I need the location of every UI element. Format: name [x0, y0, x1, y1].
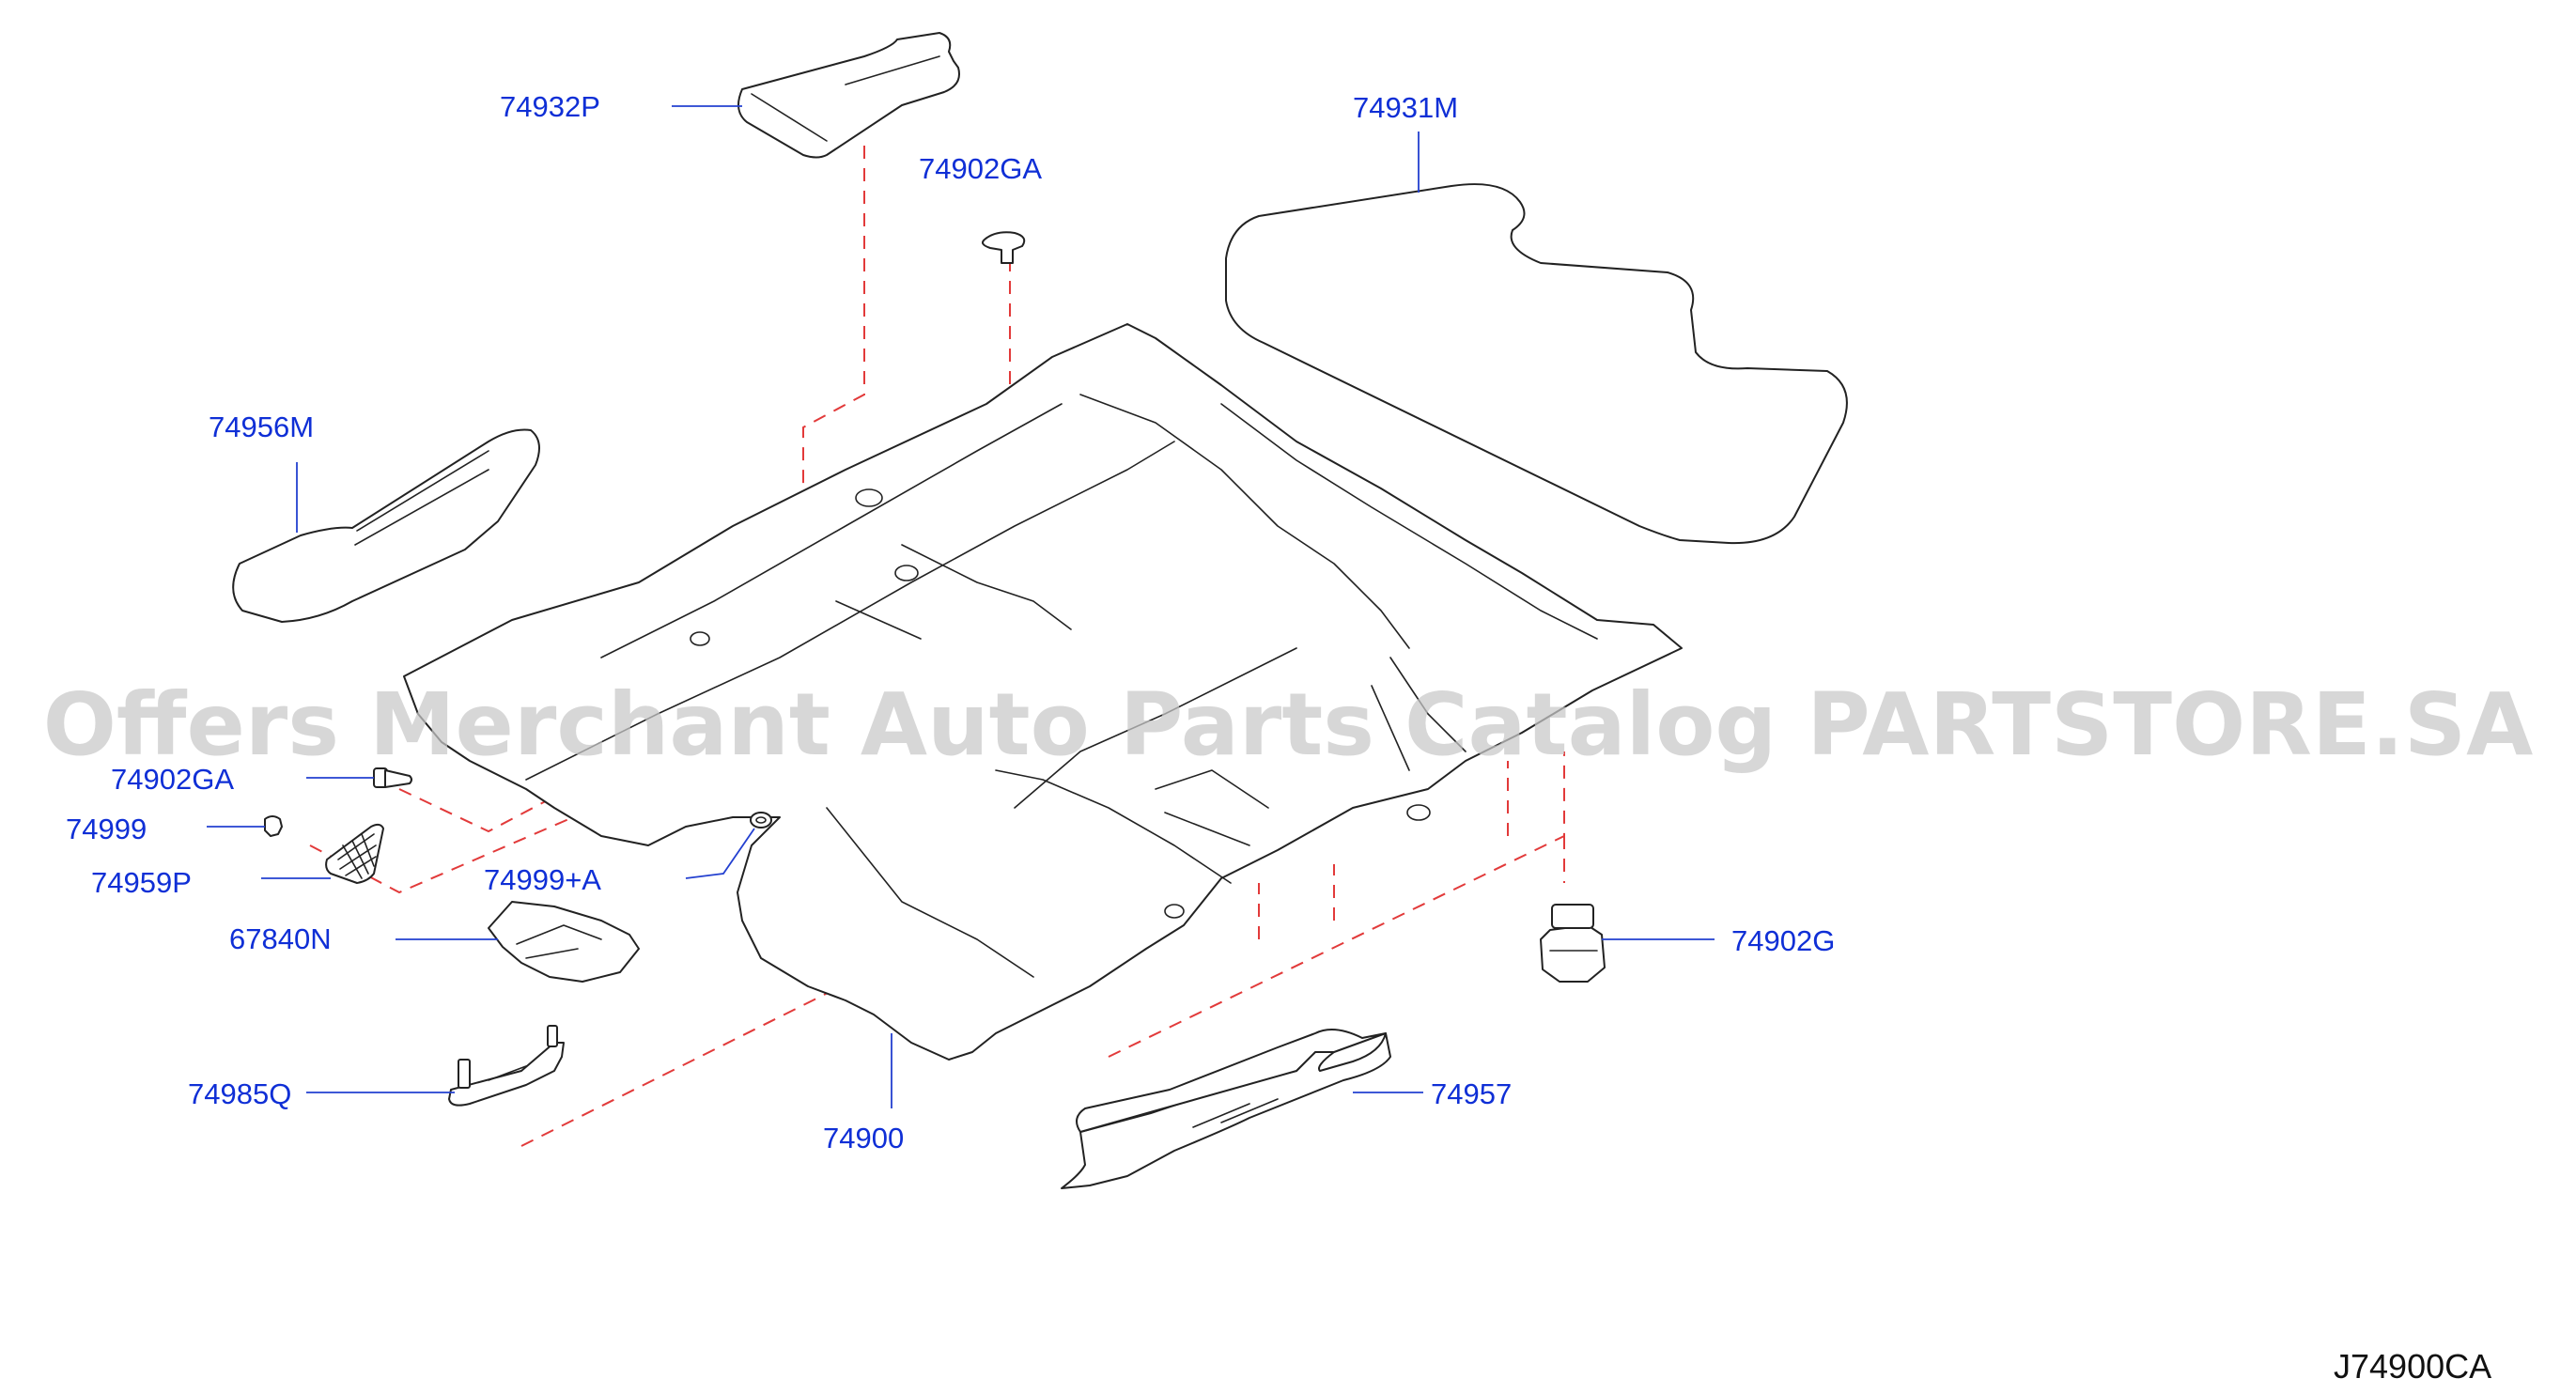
rear-floor-mat-74931M[interactable]	[1225, 183, 1848, 545]
leader-lines	[207, 105, 1715, 1108]
bracket-67840N[interactable]	[488, 901, 640, 983]
label-74959P[interactable]: 74959P	[91, 866, 192, 899]
label-74931M[interactable]: 74931M	[1353, 91, 1458, 124]
clip-74902GA-top[interactable]	[982, 231, 1026, 264]
guide-74985Q	[520, 895, 1020, 1147]
leader-74999A	[685, 828, 755, 879]
label-67840N[interactable]: 67840N	[229, 922, 332, 955]
hook-74985Q[interactable]	[448, 1025, 565, 1107]
label-74902G[interactable]: 74902G	[1731, 924, 1835, 957]
side-trim-74957[interactable]	[1061, 1029, 1391, 1189]
label-74932P[interactable]: 74932P	[500, 90, 600, 123]
part-labels: 74932P 74931M 74902GA 74956M 74902GA 749…	[66, 90, 1835, 1154]
floor-carpet-74900[interactable]	[403, 323, 1683, 1061]
clip-74999A[interactable]	[750, 812, 772, 829]
guide-74932P	[802, 146, 865, 770]
front-mat-74932P[interactable]	[737, 32, 960, 159]
label-74900[interactable]: 74900	[823, 1122, 904, 1154]
label-74999A[interactable]: 74999+A	[484, 863, 601, 896]
label-74999[interactable]: 74999	[66, 813, 147, 845]
clip-74902G[interactable]	[1540, 904, 1606, 983]
label-74902GA-top[interactable]: 74902GA	[919, 152, 1042, 185]
clip-74999[interactable]	[264, 815, 283, 837]
label-74985Q[interactable]: 74985Q	[188, 1077, 291, 1110]
watermark-text: Offers Merchant Auto Parts Catalog PARTS…	[43, 674, 2534, 775]
foot-rest-74956M[interactable]	[232, 428, 540, 623]
drawing-code: J74900CA	[2334, 1347, 2491, 1386]
label-74902GA-left[interactable]: 74902GA	[111, 763, 234, 796]
label-74956M[interactable]: 74956M	[209, 410, 314, 443]
grommet-74959P[interactable]	[325, 823, 384, 884]
label-74957[interactable]: 74957	[1431, 1077, 1512, 1110]
